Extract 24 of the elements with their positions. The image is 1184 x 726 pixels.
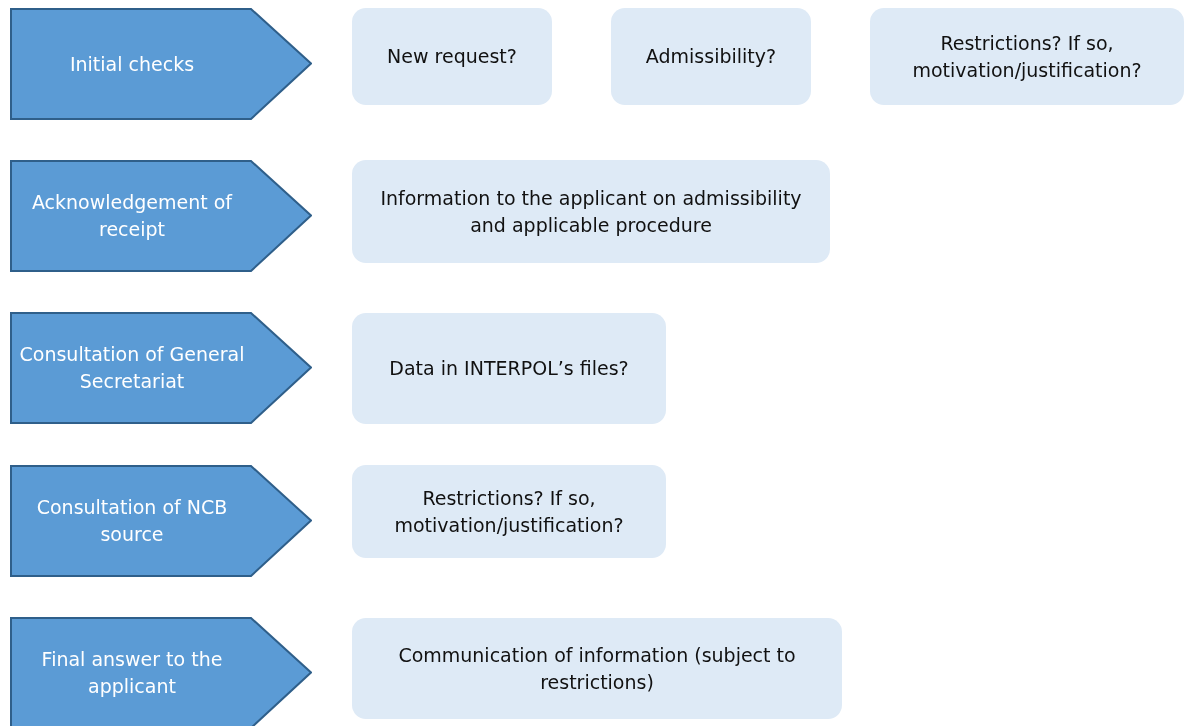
step-text: Consultation of General Secretariat — [18, 342, 246, 394]
step-text: Initial checks — [69, 51, 195, 77]
chevron-step — [10, 465, 312, 577]
chevron-step — [10, 160, 312, 272]
step-text: Communication of information (subject to restrictions) — [397, 642, 797, 695]
step-text: Restrictions? If so, motivation/justification? — [393, 485, 625, 538]
step-detail-box — [352, 465, 666, 558]
step-detail-box — [870, 8, 1184, 105]
step-detail-box — [352, 160, 830, 263]
step-detail-box — [352, 8, 552, 105]
chevron-step — [10, 312, 312, 424]
step-text: Acknowledgement of receipt — [30, 190, 234, 242]
step-text: Data in INTERPOL’s files? — [389, 356, 629, 382]
step-detail-box — [352, 313, 666, 424]
step-detail-box — [611, 8, 811, 105]
chevron-step — [10, 617, 312, 726]
step-text: Consultation of NCB source — [35, 495, 229, 547]
step-text: New request? — [387, 44, 517, 70]
step-text: Admissibility? — [645, 44, 777, 70]
chevron-step — [10, 8, 312, 120]
step-text: Restrictions? If so, motivation/justification? — [911, 30, 1143, 83]
step-detail-box — [352, 618, 842, 719]
step-text: Final answer to the applicant — [40, 647, 224, 699]
step-text: Information to the applicant on admissibility and applicable procedure — [379, 185, 803, 238]
